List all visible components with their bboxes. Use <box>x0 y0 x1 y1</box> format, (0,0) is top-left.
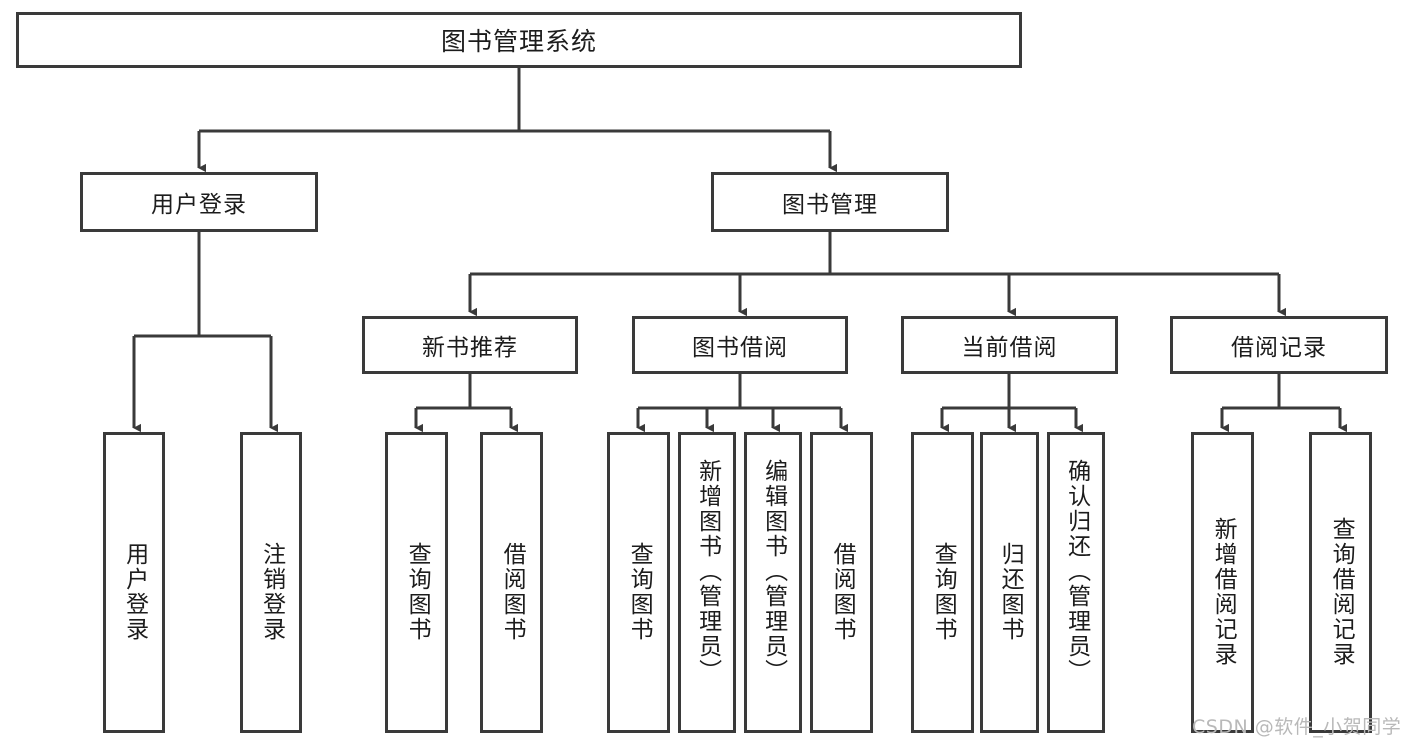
node-book-borrow[interactable]: 图书借阅 <box>632 316 848 374</box>
leaf-text-wrap: 查询借阅记录 <box>1312 453 1369 730</box>
leaf-text-wrap: 注销登录 <box>243 453 299 730</box>
leaf-label: 查询图书 <box>930 541 957 642</box>
node-new-book-recommend[interactable]: 新书推荐 <box>362 316 578 374</box>
leaf-label: 查询借阅记录 <box>1328 516 1355 667</box>
leaf-label: 编辑图书（管理员） <box>760 459 787 684</box>
leaf-current-confirm-return-admin[interactable]: 确认归还（管理员） <box>1047 432 1105 733</box>
leaf-label: 查询图书 <box>404 541 431 642</box>
csdn-watermark: CSDN @软件_小贺同学 <box>1192 716 1402 738</box>
leaf-label: 归还图书 <box>997 541 1024 642</box>
leaf-text-wrap: 编辑图书（管理员） <box>747 447 799 736</box>
leaf-text-wrap: 查询图书 <box>610 453 667 730</box>
leaf-text-wrap: 新增图书（管理员） <box>681 447 733 736</box>
node-current-borrow[interactable]: 当前借阅 <box>901 316 1118 374</box>
leaf-label: 查询图书 <box>626 541 653 642</box>
leaf-text-wrap: 确认归还（管理员） <box>1050 447 1102 736</box>
leaf-label: 新增图书（管理员） <box>694 459 721 684</box>
node-label: 借阅记录 <box>1231 335 1327 361</box>
leaf-label: 确认归还（管理员） <box>1063 459 1090 684</box>
leaf-label: 借阅图书 <box>499 541 526 642</box>
node-label: 图书管理 <box>782 192 878 218</box>
node-root-book-management-system[interactable]: 图书管理系统 <box>16 12 1022 68</box>
leaf-text-wrap: 归还图书 <box>983 453 1036 730</box>
leaf-text-wrap: 借阅图书 <box>483 453 540 730</box>
leaf-text-wrap: 查询图书 <box>388 453 445 730</box>
leaf-record-add-record[interactable]: 新增借阅记录 <box>1191 432 1254 733</box>
leaf-label: 新增借阅记录 <box>1210 516 1237 667</box>
leaf-user-login-login[interactable]: 用户登录 <box>103 432 165 733</box>
node-label: 图书管理系统 <box>440 27 597 56</box>
leaf-label: 借阅图书 <box>829 541 856 642</box>
node-label: 当前借阅 <box>961 335 1058 361</box>
leaf-borrow-borrow-book[interactable]: 借阅图书 <box>810 432 873 733</box>
node-borrow-record[interactable]: 借阅记录 <box>1170 316 1388 374</box>
leaf-text-wrap: 查询图书 <box>914 453 971 730</box>
leaf-record-query-record[interactable]: 查询借阅记录 <box>1309 432 1372 733</box>
leaf-text-wrap: 借阅图书 <box>813 453 870 730</box>
leaf-user-login-logout[interactable]: 注销登录 <box>240 432 302 733</box>
leaf-current-return-book[interactable]: 归还图书 <box>980 432 1039 733</box>
leaf-new-book-borrow[interactable]: 借阅图书 <box>480 432 543 733</box>
leaf-text-wrap: 用户登录 <box>106 453 162 730</box>
leaf-current-query-book[interactable]: 查询图书 <box>911 432 974 733</box>
leaf-borrow-add-book-admin[interactable]: 新增图书（管理员） <box>678 432 736 733</box>
leaf-text-wrap: 新增借阅记录 <box>1194 453 1251 730</box>
node-book-management[interactable]: 图书管理 <box>711 172 949 232</box>
node-label: 用户登录 <box>151 192 247 218</box>
leaf-label: 注销登录 <box>258 541 285 642</box>
leaf-borrow-query-book[interactable]: 查询图书 <box>607 432 670 733</box>
node-user-login[interactable]: 用户登录 <box>80 172 318 232</box>
leaf-borrow-edit-book-admin[interactable]: 编辑图书（管理员） <box>744 432 802 733</box>
node-label: 图书借阅 <box>692 335 788 361</box>
leaf-new-book-query[interactable]: 查询图书 <box>385 432 448 733</box>
leaf-label: 用户登录 <box>121 541 148 642</box>
node-label: 新书推荐 <box>422 335 518 361</box>
